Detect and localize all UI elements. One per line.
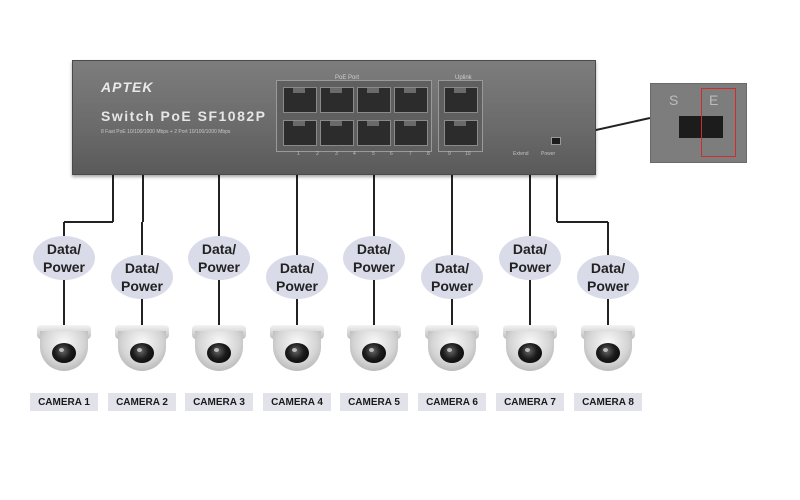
data-power-label: Data/ Power — [197, 241, 240, 275]
port-number: 4 — [353, 151, 356, 157]
camera-label: CAMERA 1 — [30, 393, 98, 411]
dome-camera-icon — [425, 322, 479, 374]
data-power-bubble: Data/ Power — [421, 255, 483, 299]
uplink-port-group — [438, 80, 483, 152]
data-power-bubble: Data/ Power — [111, 255, 173, 299]
port-number: 9 — [448, 151, 451, 157]
switch-specs: 8 Fast PoE 10/100/1000 Mbps + 2 Port 10/… — [101, 129, 231, 135]
dome-camera-icon — [503, 322, 557, 374]
dome-camera-icon — [115, 322, 169, 374]
data-power-bubble: Data/ Power — [266, 255, 328, 299]
camera-label: CAMERA 3 — [185, 393, 253, 411]
poe-port-3 — [320, 87, 354, 113]
port-number: 7 — [409, 151, 412, 157]
poe-port-7 — [394, 87, 428, 113]
brand-logo: APTEK — [101, 79, 154, 95]
poe-port-5 — [357, 87, 391, 113]
poe-port-1 — [283, 87, 317, 113]
dome-camera-icon — [347, 322, 401, 374]
data-power-label: Data/ Power — [42, 241, 85, 275]
switch-model-title: Switch PoE SF1082P — [101, 108, 267, 124]
port-number: 8 — [427, 151, 430, 157]
data-power-label: Data/ Power — [430, 260, 473, 294]
poe-port-8 — [394, 120, 428, 146]
camera-label: CAMERA 5 — [340, 393, 408, 411]
port-number: 2 — [316, 151, 319, 157]
uplink-port-10 — [444, 120, 478, 146]
poe-port-group — [276, 80, 432, 152]
dome-camera-icon — [270, 322, 324, 374]
data-power-label: Data/ Power — [508, 241, 551, 275]
uplink-port-9 — [444, 87, 478, 113]
camera-label: CAMERA 7 — [496, 393, 564, 411]
port-number: 10 — [465, 151, 471, 157]
data-power-label: Data/ Power — [275, 260, 318, 294]
camera-label: CAMERA 6 — [418, 393, 486, 411]
poe-port-2 — [283, 120, 317, 146]
data-power-bubble: Data/ Power — [343, 236, 405, 280]
dome-camera-icon — [37, 322, 91, 374]
switch-mark-e: E — [709, 92, 719, 108]
highlight-box — [701, 88, 736, 157]
data-power-label: Data/ Power — [120, 260, 163, 294]
port-numbers: 1 2 3 4 5 6 7 8 9 10 — [278, 151, 488, 159]
data-power-bubble: Data/ Power — [499, 236, 561, 280]
poe-port-label: PoE Port — [335, 75, 360, 81]
poe-port-6 — [357, 120, 391, 146]
data-power-bubble: Data/ Power — [188, 236, 250, 280]
data-power-bubble: Data/ Power — [33, 236, 95, 280]
data-power-label: Data/ Power — [586, 260, 629, 294]
poe-port-4 — [320, 120, 354, 146]
power-label: Power — [541, 151, 556, 157]
uplink-label: Uplink — [455, 75, 472, 81]
port-number: 3 — [335, 151, 338, 157]
port-number: 1 — [297, 151, 300, 157]
port-number: 6 — [390, 151, 393, 157]
extend-switch-zoom: S E — [650, 83, 747, 163]
poe-switch: APTEK Switch PoE SF1082P 8 Fast PoE 10/1… — [72, 60, 596, 175]
extend-switch — [551, 137, 561, 145]
extend-label: Extend — [513, 151, 529, 157]
data-power-bubble: Data/ Power — [577, 255, 639, 299]
dome-camera-icon — [581, 322, 635, 374]
camera-label: CAMERA 4 — [263, 393, 331, 411]
camera-label: CAMERA 8 — [574, 393, 642, 411]
dome-camera-icon — [192, 322, 246, 374]
port-number: 5 — [372, 151, 375, 157]
switch-mark-s: S — [669, 92, 679, 108]
data-power-label: Data/ Power — [352, 241, 395, 275]
camera-label: CAMERA 2 — [108, 393, 176, 411]
